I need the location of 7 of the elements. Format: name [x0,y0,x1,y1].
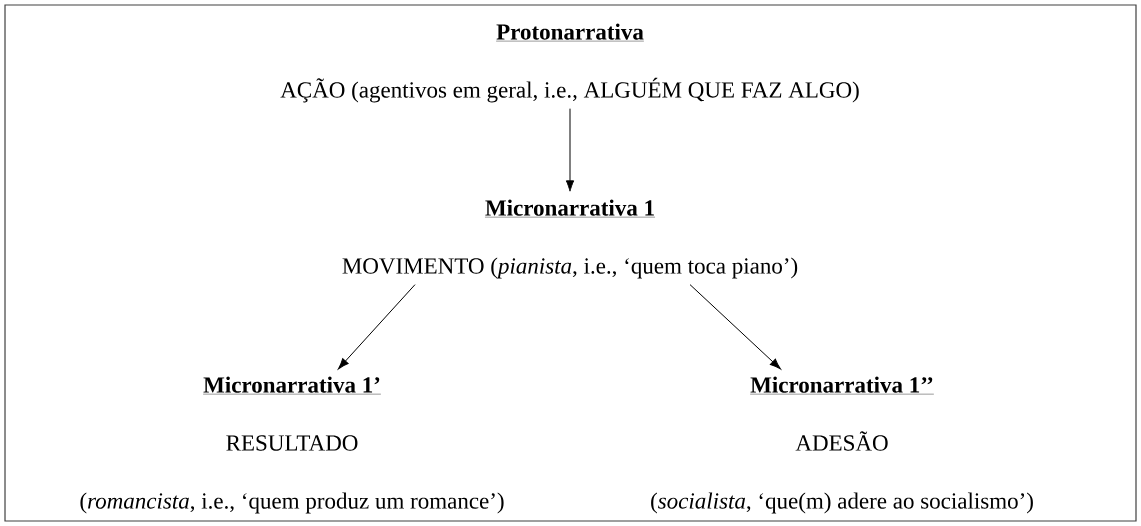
arrow [565,108,575,192]
arrow [338,284,416,370]
text-block: Protonarrativa AÇÃO (agentivos em geral, i.e., ALGUÉM QUE FAZ ALGO) [280,23,859,103]
text-block: Micronarrativa 1 MOVIMENTO (pianista, i.e., ‘quem toca piano’) [342,199,798,279]
arrow [689,284,781,370]
text-block: Micronarrativa 1’’ ADESÃO (socialista, ‘que(m) adere ao socialismo’) [651,376,1033,514]
text-block: Micronarrativa 1’ RESULTADO (romancista, i.e., ‘quem produz um romance’) [80,376,504,514]
